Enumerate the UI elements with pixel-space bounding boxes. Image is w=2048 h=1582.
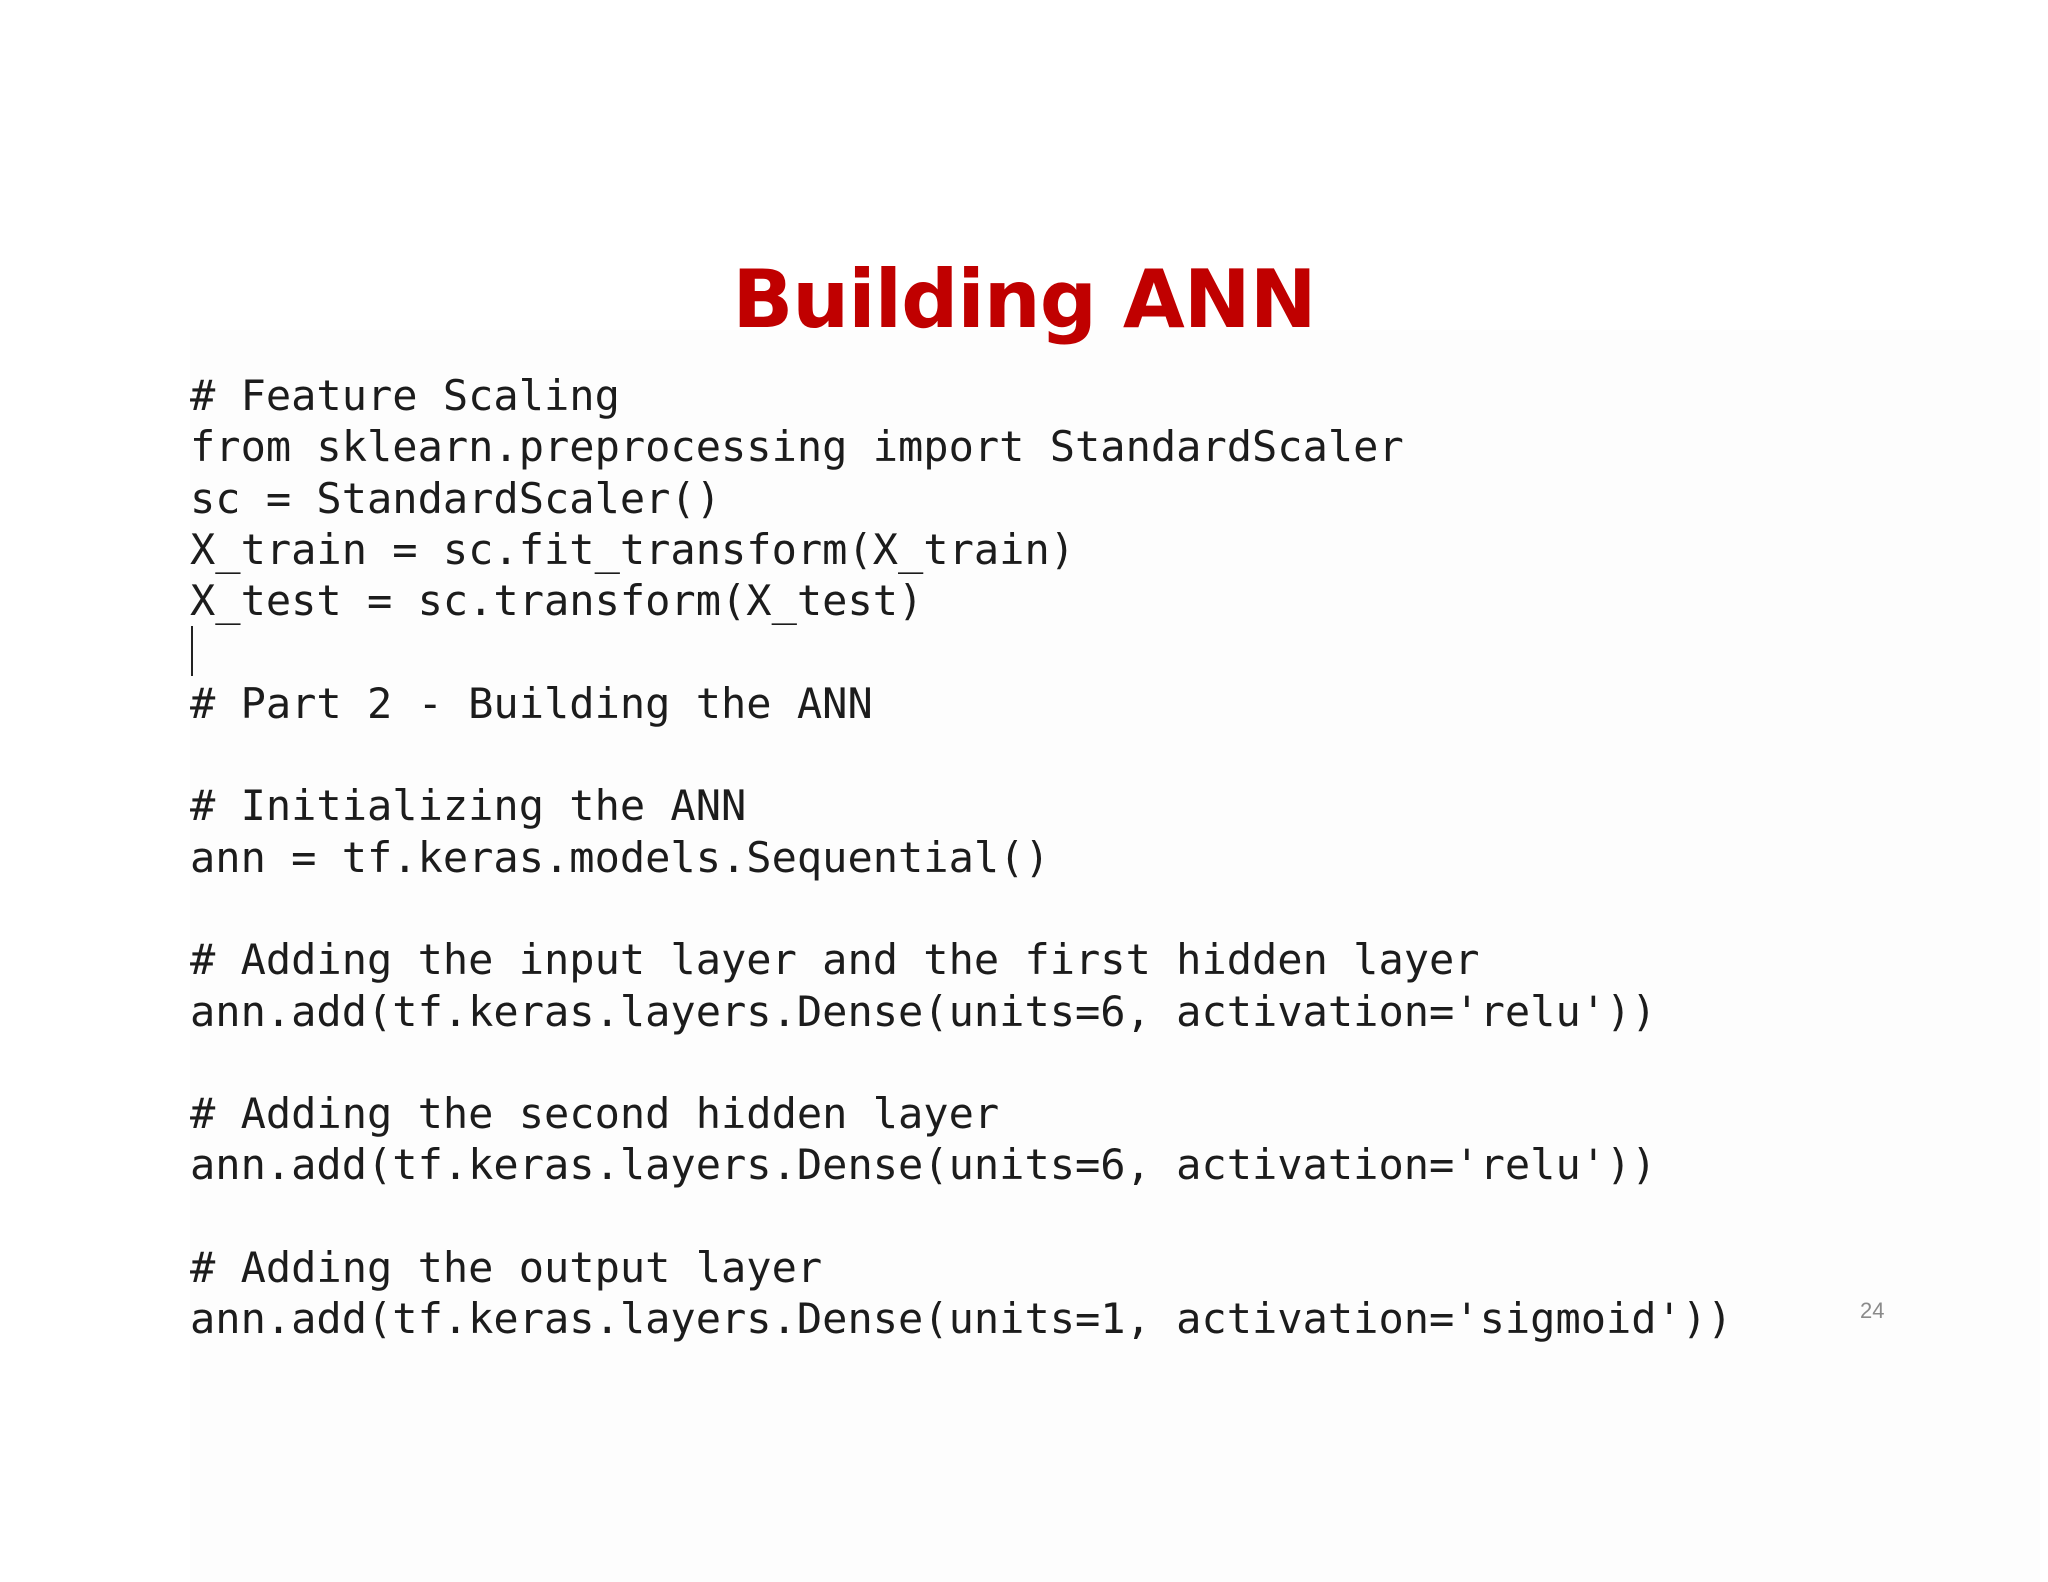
- code-line: ann.add(tf.keras.layers.Dense(units=6, a…: [190, 986, 1657, 1036]
- text-cursor: [191, 626, 193, 676]
- code-line: ann.add(tf.keras.layers.Dense(units=1, a…: [190, 1294, 1733, 1344]
- slide-title: Building ANN: [732, 253, 1316, 346]
- code-line: X_test = sc.transform(X_test): [190, 576, 924, 626]
- code-panel-background: [190, 330, 2040, 1582]
- code-line: [190, 626, 1732, 677]
- code-line: # Adding the output layer: [190, 1243, 823, 1293]
- code-line: ann.add(tf.keras.layers.Dense(units=6, a…: [190, 1140, 1657, 1190]
- page-number: 24: [1860, 1298, 1885, 1323]
- code-line: from sklearn.preprocessing import Standa…: [190, 422, 1404, 472]
- code-line: X_train = sc.fit_transform(X_train): [190, 524, 1076, 574]
- code-line: # Initializing the ANN: [190, 781, 747, 831]
- code-line: [190, 729, 1732, 780]
- code-line: sc = StandardScaler(): [190, 473, 722, 523]
- code-line: ann = tf.keras.models.Sequential(): [190, 832, 1050, 882]
- code-line: # Part 2 - Building the ANN: [190, 678, 873, 728]
- code-line: # Feature Scaling: [190, 371, 620, 420]
- code-line: [190, 1037, 1732, 1088]
- code-line: # Adding the second hidden layer: [190, 1089, 1000, 1139]
- code-line: # Adding the input layer and the first h…: [190, 935, 1480, 985]
- code-line: [190, 883, 1732, 934]
- code-line: [190, 1191, 1732, 1242]
